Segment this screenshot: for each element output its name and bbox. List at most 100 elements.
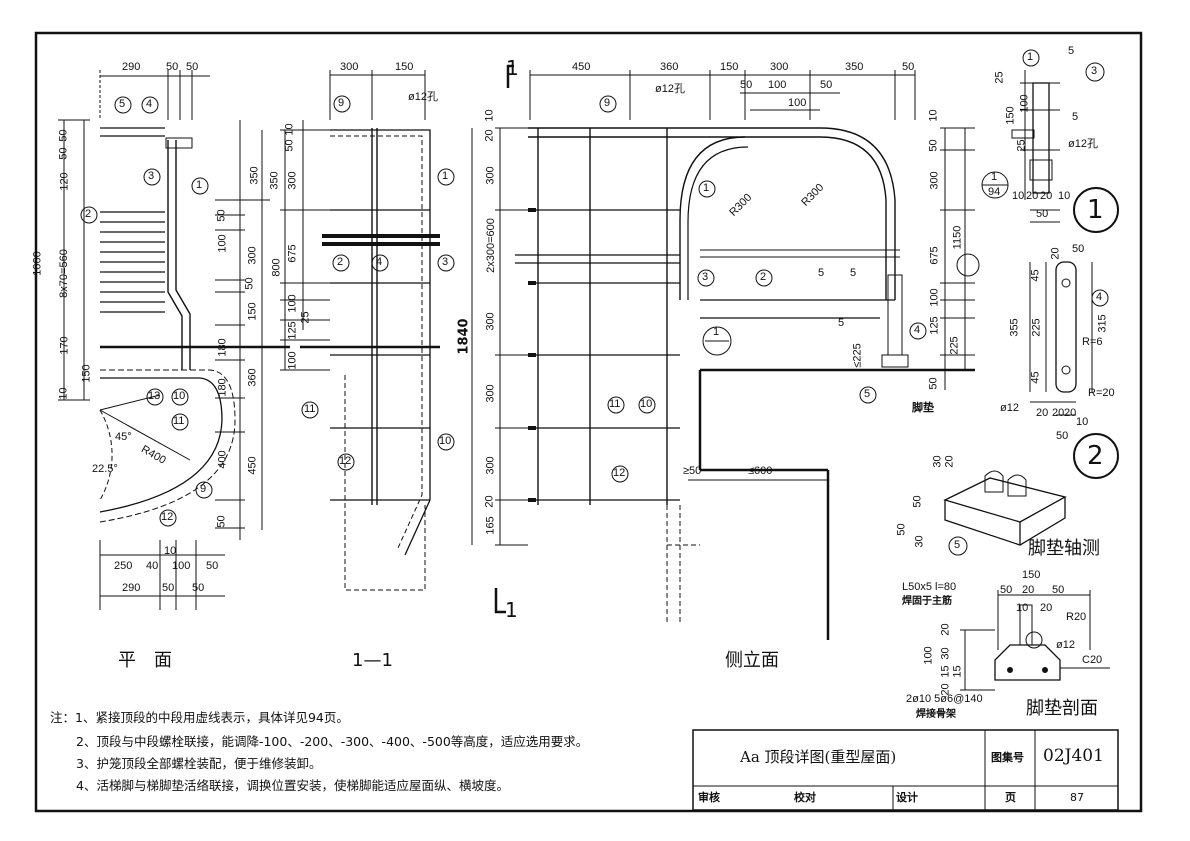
detail1-dim: 5 (1068, 45, 1075, 57)
title-block-linework (692, 729, 1119, 811)
plan-dim: 50 (57, 129, 70, 142)
section-dim: 350 (268, 171, 281, 190)
section-dim: 300 (340, 61, 359, 73)
plan-dim: 290 (122, 61, 141, 73)
section-view-title: 1—1 (352, 650, 393, 671)
plan-dim: 400 (216, 450, 229, 469)
side-dim: 50 (902, 61, 915, 73)
review-label: 审核 (698, 791, 720, 804)
side-callout: 2 (760, 271, 767, 283)
detail1-dim: 10 (1012, 190, 1025, 202)
pad-section-dim: R20 (1066, 611, 1087, 623)
plan-dim: 100 (216, 234, 229, 253)
side-dim: 360 (660, 61, 679, 73)
side-dim: 125 (928, 316, 941, 335)
side-callout: 10 (640, 398, 653, 410)
side-dim: 300 (484, 384, 497, 403)
pad-section-linework (960, 590, 1110, 691)
section-dim: 100 (286, 294, 299, 313)
detail2-dim: 50 (1072, 243, 1085, 255)
pad-section-dim: 20 (1040, 602, 1053, 614)
pad-section-dim: 100 (922, 646, 935, 665)
plan-callout: 10 (173, 390, 186, 402)
side-dim-50: ≥50 (683, 465, 702, 477)
note-2: 2、顶段与中段螺栓联接，能调降-100、-200、-300、-400、-500等… (76, 734, 589, 749)
detail-2-linework (1029, 261, 1119, 479)
atlas-label: 图集号 (991, 751, 1024, 764)
side-hole: ø12孔 (655, 83, 685, 95)
side-dim: 10 (483, 109, 496, 122)
note-1: 注：1、紧接顶段的中段用虚线表示，具体详见94页。 (50, 710, 349, 725)
pad-axo-dim: 50 (911, 495, 924, 508)
pad-axo-dim: 30 (913, 535, 926, 548)
side-dim: 165 (484, 516, 497, 535)
section-callout: 11 (304, 403, 316, 415)
plan-dim: 50 (215, 515, 228, 528)
side-callout: 3 (702, 271, 709, 283)
plan-dim: 450 (246, 456, 259, 475)
plan-dim: 50 (162, 582, 175, 594)
side-callout: 4 (914, 324, 921, 336)
detail2-dim: 20 (1049, 247, 1062, 260)
pad-axo-title: 脚垫轴测 (1028, 538, 1100, 559)
pad-section-rebar: 2ø10 5ø6@140 (906, 693, 983, 705)
section-dim: 50 (283, 139, 296, 152)
plan-callout: 12 (161, 511, 174, 523)
plan-dim: 800 (270, 258, 283, 277)
side-callout: 1 (703, 182, 710, 194)
side-dim: 300 (770, 61, 789, 73)
detail1-dim: 25 (1015, 139, 1028, 152)
pad-section-dim: 150 (1022, 569, 1041, 581)
pad-section-title: 脚垫剖面 (1026, 698, 1098, 719)
side-dim: 100 (928, 288, 941, 307)
pad-section-dim: 50 (1000, 584, 1013, 596)
plan-dim: 100 (172, 560, 191, 572)
side-dim: 2x300=600 (484, 218, 497, 273)
detail1-dim: 5 (1072, 111, 1079, 123)
side-dim: 50 (927, 139, 940, 152)
side-sub-mark: 1 (713, 326, 720, 338)
pad-section-dim: 50 (1052, 584, 1065, 596)
side-dim-600: ≤600 (748, 465, 773, 477)
side-dim: 20 (483, 129, 496, 142)
section-dim: 675 (286, 244, 299, 263)
plan-dim: 360 (246, 368, 259, 387)
side-dim: 300 (484, 312, 497, 331)
plan-dim: 170 (58, 336, 71, 355)
note-4: 4、活梯脚与梯脚垫活络联接，调换位置安装，使梯脚能适应屋面纵、横坡度。 (76, 778, 509, 793)
section-callout: 12 (339, 455, 352, 467)
detail2-radius: R=6 (1082, 336, 1103, 348)
drawing-title: Aa 顶段详图(重型屋面) (740, 748, 897, 766)
design-label: 设计 (896, 791, 918, 804)
atlas-number: 02J401 (1043, 746, 1104, 766)
plan-dim: 50 (166, 61, 179, 73)
section-dim: 300 (286, 171, 299, 190)
detail1-dim: 50 (1036, 208, 1049, 220)
side-mark-5: 5 (818, 267, 825, 279)
pad-axo-dim: 20 (943, 455, 956, 468)
pad-section-dim: 15 (939, 665, 952, 678)
side-dim: 50 (740, 79, 753, 91)
pad-section-dim: C20 (1082, 654, 1103, 666)
pad-section-angle-note: 焊固于主筋 (902, 596, 952, 607)
plan-dim: 250 (114, 560, 133, 572)
side-dim: 100 (768, 79, 787, 91)
plan-dim: 120 (58, 172, 71, 191)
side-dim: 300 (484, 456, 497, 475)
plan-dim: 290 (122, 582, 141, 594)
section-callout: 4 (376, 256, 383, 268)
pad-section-dim: 30 (939, 647, 952, 660)
section-hole: ø12孔 (408, 91, 438, 103)
side-total-height: 1840 (456, 318, 472, 355)
check-label: 校对 (794, 791, 816, 804)
detail2-rod: ø12 (1000, 402, 1019, 414)
side-dim: 225 (948, 336, 961, 355)
detail-1-linework (981, 49, 1119, 233)
pad-section-angle: L50x5 l=80 (902, 581, 957, 593)
detail1-dim: 20 (1026, 190, 1039, 202)
side-pad-label: 脚垫 (912, 401, 934, 414)
detail1-ref: 1 (991, 171, 998, 183)
plan-view-linework (58, 70, 290, 610)
side-mark-5: 5 (850, 267, 857, 279)
